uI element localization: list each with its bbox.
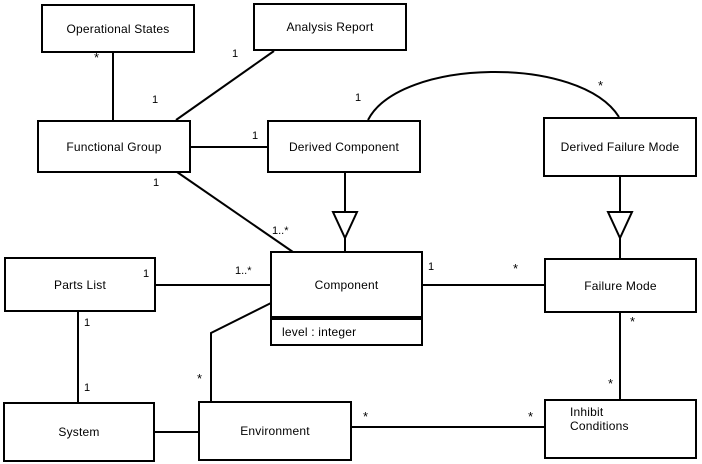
class-name-analysis-report: Analysis Report (286, 20, 374, 34)
class-name-system: System (58, 425, 100, 439)
gen-derivedfailuremode-failuremode-triangle (606, 211, 634, 241)
multiplicity-inhibit-environment-end: * (528, 409, 534, 424)
gen-derivedcomponent-component-triangle (331, 211, 359, 241)
multiplicity-derived-failure-mode-curve-end: * (598, 78, 604, 93)
multiplicity-parts-list-system-end: 1 (84, 317, 91, 329)
attribute-level-integer: level : integer (282, 325, 357, 339)
class-box-system[interactable]: System (3, 402, 155, 462)
multiplicity-system-parts-list-end: 1 (84, 382, 91, 394)
class-box-environment[interactable]: Environment (198, 401, 352, 461)
class-name-component: Component (314, 277, 379, 292)
assoc-environment-component (210, 302, 272, 401)
class-name-failure-mode: Failure Mode (584, 278, 657, 293)
class-name-functional-group: Functional Group (66, 139, 162, 154)
multiplicity-derived-component-left-end: 1 (252, 130, 259, 142)
class-name-inhibit-conditions: Inhibit Conditions (570, 405, 629, 433)
multiplicity-component-functional-group-end: 1..* (272, 225, 289, 237)
multiplicity-environment-component-end: * (197, 371, 203, 386)
multiplicity-environment-inhibit-end: * (363, 409, 369, 424)
assoc-derivedcomponent-derivedfailuremode (367, 71, 620, 121)
class-box-analysis-report[interactable]: Analysis Report (253, 3, 407, 51)
class-name-parts-list: Parts List (53, 277, 106, 292)
multiplicity-operational-states-end: * (94, 50, 100, 65)
class-box-derived-component[interactable]: Derived Component (267, 120, 421, 173)
multiplicity-component-failure-mode-end: 1 (428, 261, 435, 273)
class-box-component[interactable]: Component (270, 251, 423, 318)
class-box-parts-list[interactable]: Parts List (4, 257, 156, 312)
class-box-inhibit-conditions[interactable]: Inhibit Conditions (544, 399, 697, 459)
class-box-functional-group[interactable]: Functional Group (37, 120, 191, 173)
class-name-environment: Environment (240, 424, 310, 438)
assoc-analysisreport-functionalgroup (175, 50, 275, 121)
multiplicity-functional-group-opstates-end: 1 (152, 94, 159, 106)
multiplicity-component-parts-list-end: 1..* (235, 265, 252, 277)
assoc-functionalgroup-component (176, 171, 294, 253)
class-box-failure-mode[interactable]: Failure Mode (544, 258, 697, 313)
multiplicity-analysis-report-end: 1 (232, 48, 239, 60)
class-box-operational-states[interactable]: Operational States (41, 4, 195, 53)
class-box-derived-failure-mode[interactable]: Derived Failure Mode (543, 117, 697, 177)
class-name-operational-states: Operational States (66, 21, 170, 36)
multiplicity-failure-mode-component-end: * (513, 261, 519, 276)
multiplicity-parts-list-component-end: 1 (143, 268, 150, 280)
class-name-derived-failure-mode: Derived Failure Mode (560, 140, 680, 154)
multiplicity-derived-component-curve-end: 1 (355, 92, 362, 104)
class-attributes-component: level : integer (270, 318, 423, 346)
multiplicity-inhibit-failure-mode-end: * (608, 376, 614, 391)
multiplicity-functional-group-component-end: 1 (153, 177, 160, 189)
multiplicity-failure-mode-inhibit-end: * (630, 314, 636, 329)
class-name-derived-component: Derived Component (288, 139, 400, 154)
